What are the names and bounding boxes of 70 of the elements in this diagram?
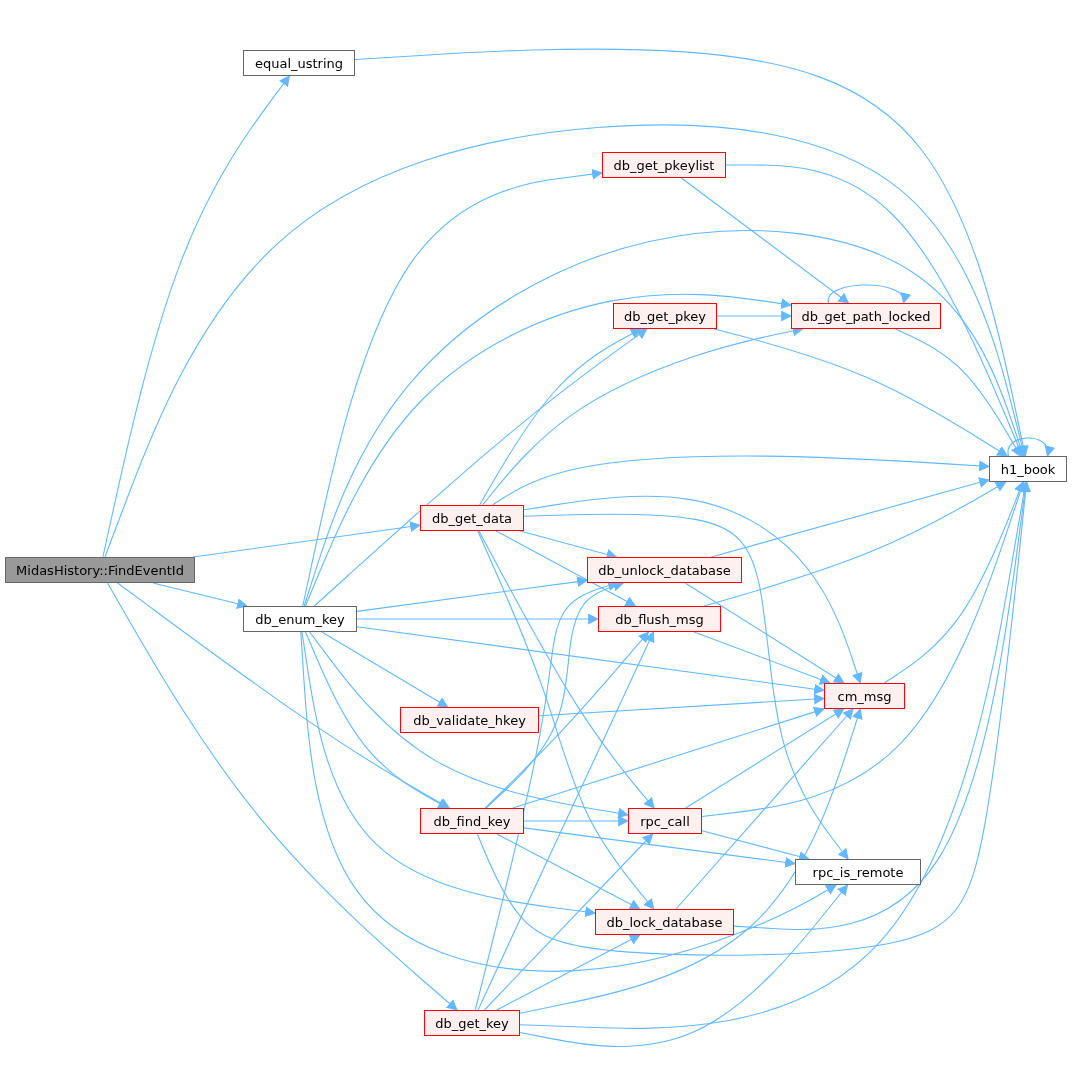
call-arrow [684, 582, 845, 684]
call-arrow [523, 815, 630, 827]
call-arrow [356, 626, 826, 695]
call-arrow [713, 328, 1009, 457]
call-arrow [321, 631, 449, 708]
call-arrow [313, 328, 648, 607]
call-arrow [733, 480, 1031, 930]
function-box: db_get_key [424, 1010, 520, 1036]
call-arrow [725, 164, 1024, 457]
call-arrow [300, 631, 837, 972]
function-box: db_flush_msg [598, 606, 721, 632]
call-arrow [693, 631, 831, 685]
call-arrow [701, 480, 1026, 818]
call-arrow [106, 582, 458, 1011]
call-arrow [519, 884, 849, 1047]
call-arrow [827, 284, 909, 305]
call-arrow [477, 631, 655, 1011]
call-arrow [491, 455, 991, 506]
call-arrow [301, 631, 597, 918]
call-arrow [519, 480, 1030, 1029]
call-arrow [680, 177, 850, 304]
call-arrow [356, 576, 589, 612]
function-box: db_find_key [420, 808, 524, 834]
call-arrow [302, 168, 604, 607]
function-box: db_enum_key [243, 606, 357, 632]
call-arrow [102, 75, 290, 558]
call-arrow [303, 230, 1026, 607]
call-arrow [685, 708, 845, 809]
call-arrow [478, 530, 655, 809]
function-box: db_lock_database [595, 909, 734, 935]
call-arrow [894, 328, 1022, 457]
call-arrow [104, 124, 1028, 558]
call-arrow [483, 833, 654, 1011]
call-arrow [710, 477, 991, 558]
call-arrow [1007, 437, 1054, 458]
call-arrow [356, 613, 600, 625]
call-arrow [538, 693, 826, 717]
function-box: h1_book [989, 456, 1067, 482]
function-box: db_unlock_database [587, 557, 742, 583]
call-arrow [495, 530, 637, 607]
function-box: cm_msg [824, 683, 905, 709]
call-arrow [703, 481, 1007, 607]
call-arrow [716, 310, 793, 322]
function-box: MidasHistory::FindEventId [5, 557, 195, 583]
function-box: db_get_data [420, 505, 524, 531]
function-box: db_get_path_locked [791, 303, 941, 329]
function-box: db_validate_hkey [400, 707, 539, 733]
function-box: rpc_is_remote [795, 859, 921, 885]
call-arrow [354, 48, 1029, 458]
call-arrow [192, 521, 422, 558]
call-arrow [309, 631, 630, 819]
call-arrow [675, 708, 854, 910]
call-arrow [477, 530, 655, 910]
call-arrow [476, 480, 1032, 956]
function-box: equal_ustring [243, 50, 355, 76]
function-box: db_get_pkey [613, 303, 717, 329]
function-box: rpc_call [628, 808, 702, 834]
call-arrow [523, 495, 863, 685]
call-arrow [523, 827, 797, 868]
call-arrow [496, 934, 641, 1011]
call-arrow [512, 706, 826, 809]
call-arrow [496, 833, 641, 910]
call-arrow [519, 707, 863, 1014]
call-arrow [523, 513, 849, 860]
call-arrow [883, 481, 1025, 684]
call-arrow [484, 631, 650, 809]
function-box: db_get_pkeylist [602, 152, 726, 178]
call-arrow [117, 582, 451, 809]
call-arrow [152, 582, 248, 609]
call-arrow [304, 293, 793, 607]
